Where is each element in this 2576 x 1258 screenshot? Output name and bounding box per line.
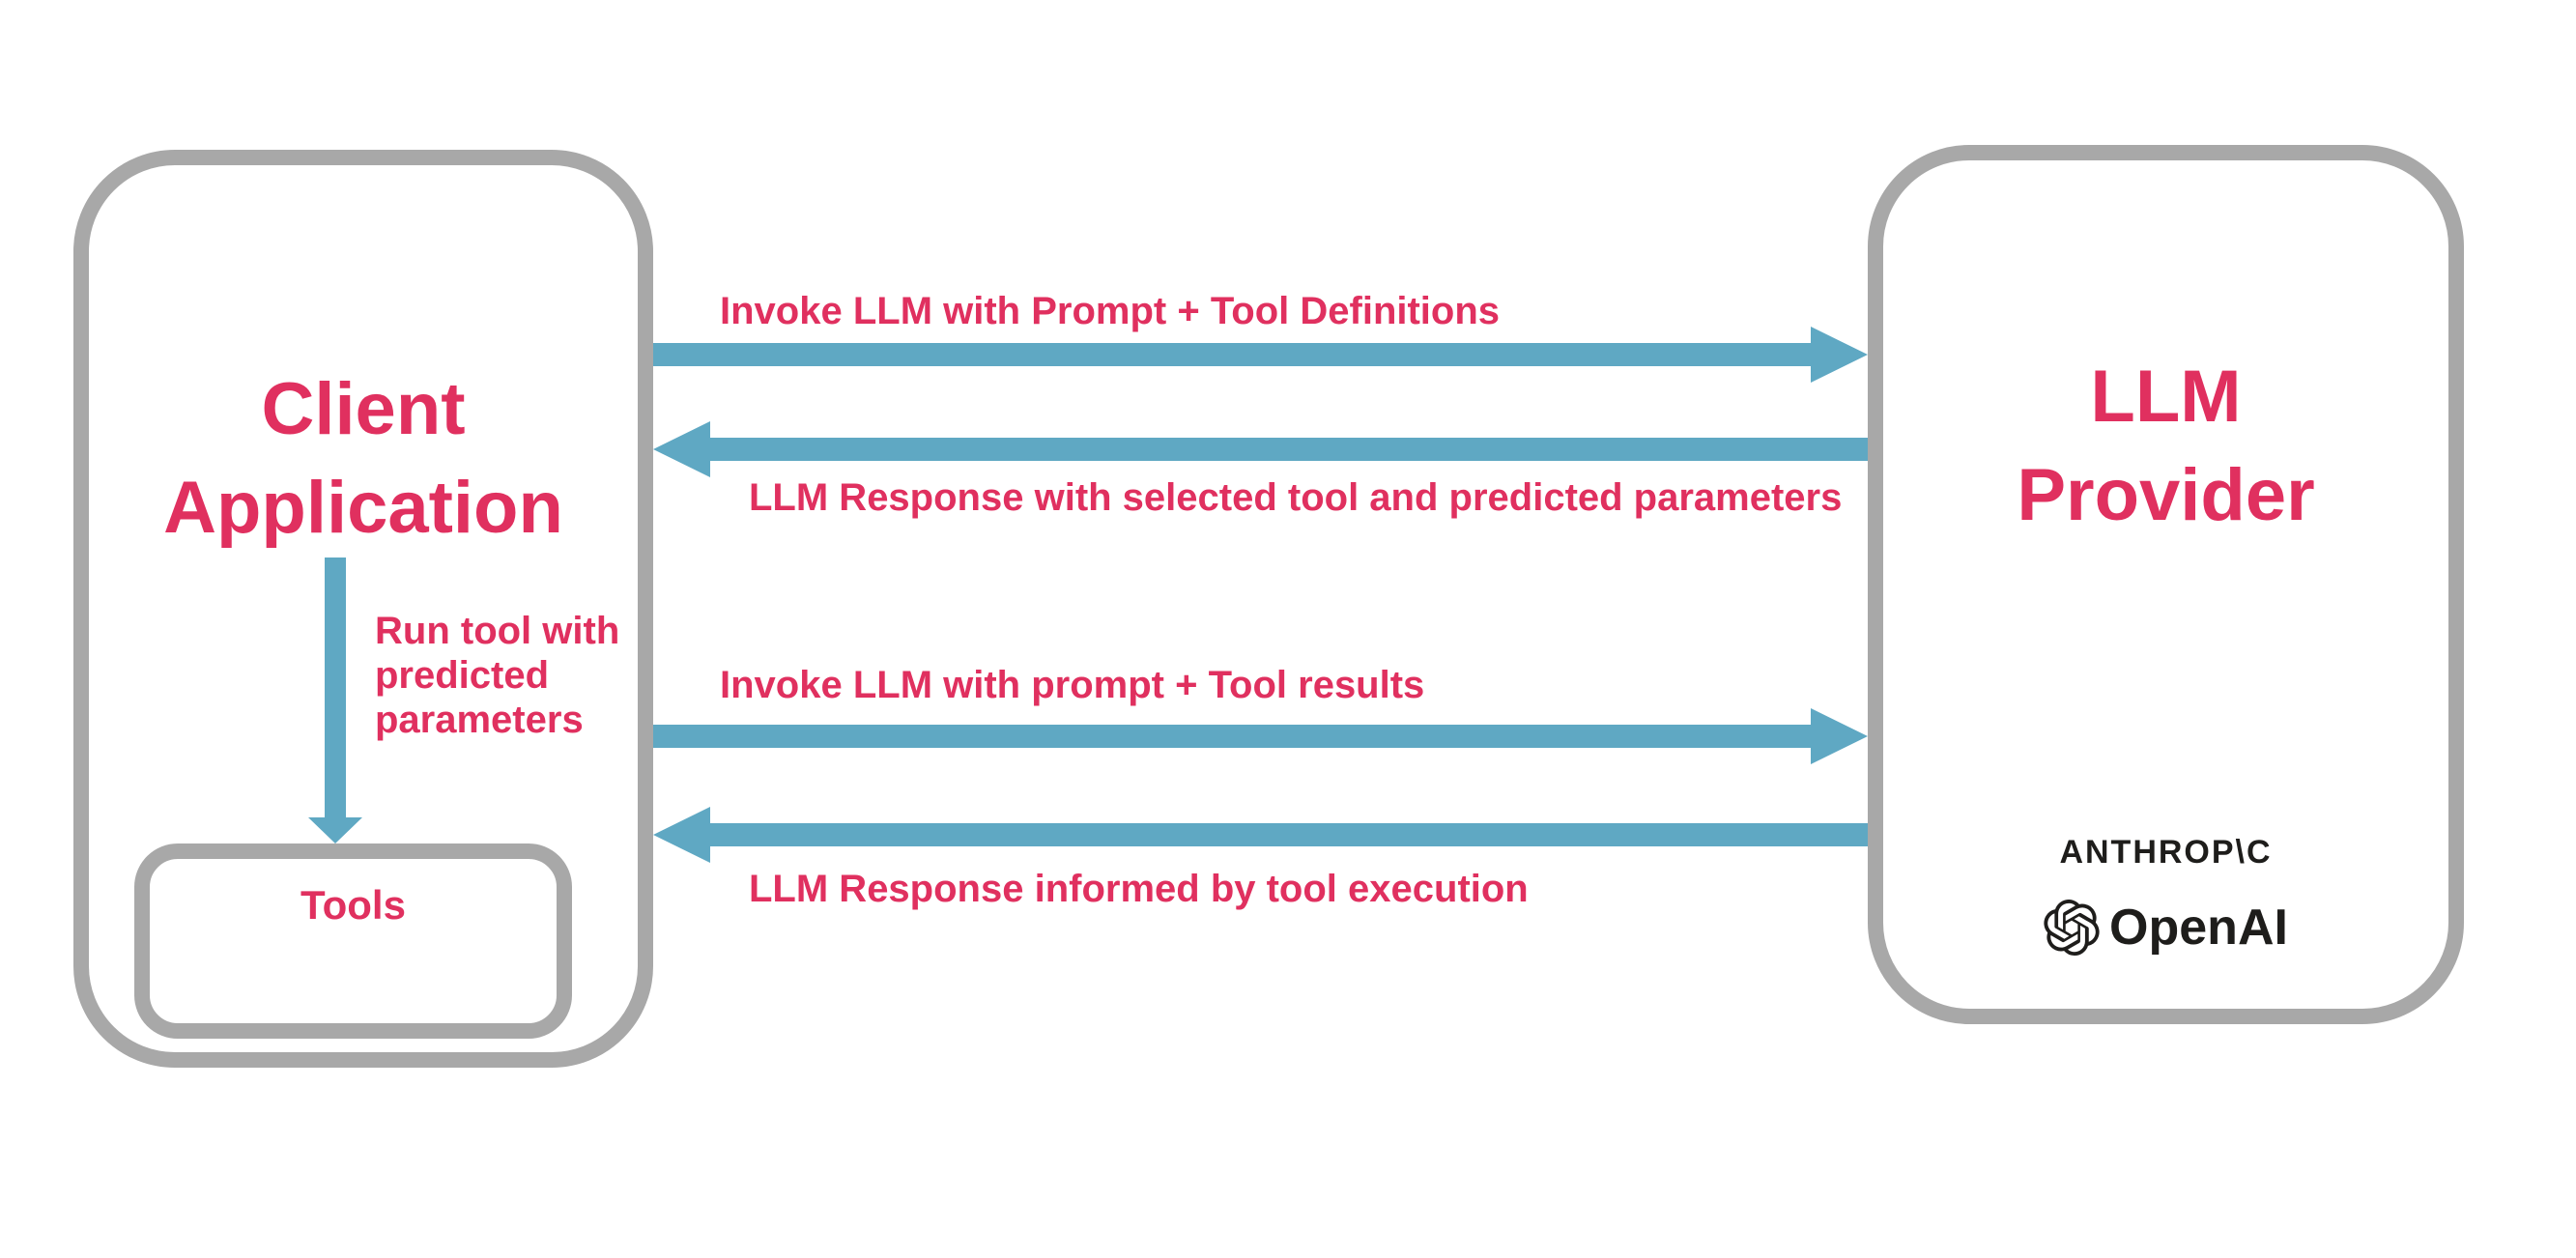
arrow-response-selected-tool	[653, 421, 1868, 477]
llm-provider-title: LLM Provider	[1868, 348, 2464, 545]
provider-title-line-2: Provider	[2017, 454, 2315, 536]
message-label-invoke-results: Invoke LLM with prompt + Tool results	[720, 664, 1425, 706]
arrow-invoke-with-results	[653, 708, 1868, 764]
tools-box	[134, 843, 572, 1039]
client-application-title: Client Application	[73, 360, 653, 558]
run-tool-line-2: predicted	[375, 654, 550, 697]
run-tool-label: Run tool with predicted parameters	[375, 609, 665, 742]
llm-provider-box	[1868, 145, 2464, 1024]
run-tool-line-3: parameters	[375, 699, 584, 741]
anthropic-wordmark: ANTHROP\C	[2059, 834, 2273, 871]
openai-wordmark: OpenAI	[2109, 900, 2288, 956]
tools-label: Tools	[301, 882, 406, 928]
openai-flower-icon	[2044, 900, 2100, 956]
client-title-line-1: Client	[261, 368, 466, 450]
run-tool-line-1: Run tool with	[375, 610, 620, 652]
provider-title-line-1: LLM	[2090, 356, 2242, 438]
message-label-response-tool-execution: LLM Response informed by tool execution	[749, 868, 1529, 910]
arrow-response-tool-execution	[653, 807, 1868, 863]
message-label-response-selected-tool: LLM Response with selected tool and pred…	[749, 476, 1843, 519]
message-label-invoke-definitions: Invoke LLM with Prompt + Tool Definition…	[720, 290, 1501, 332]
client-title-line-2: Application	[163, 467, 563, 549]
openai-logo: OpenAI	[1868, 899, 2464, 957]
